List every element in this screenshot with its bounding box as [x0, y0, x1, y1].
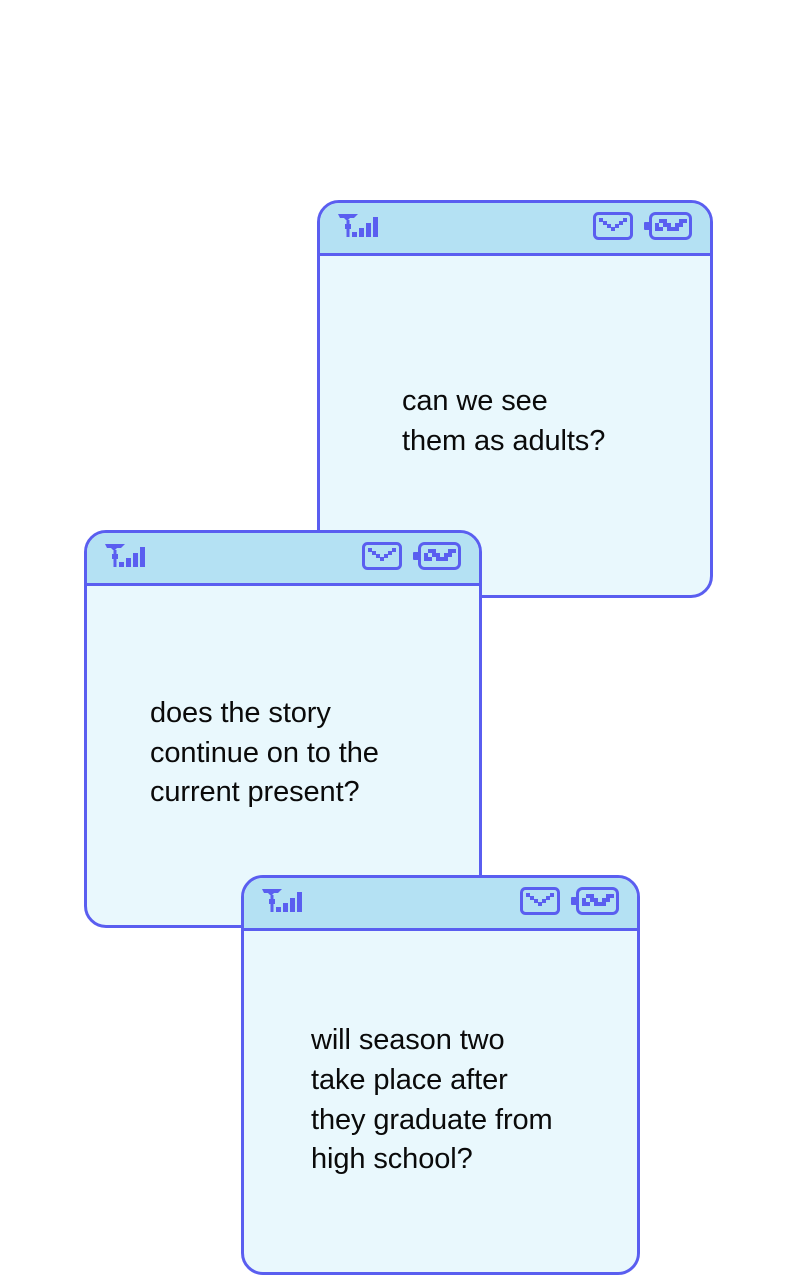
signal-bars-icon: [337, 213, 379, 244]
status-bar-left-group: [337, 213, 379, 244]
status-bar-left-group: [104, 543, 146, 574]
status-bar-right-group: [593, 211, 692, 245]
message-card[interactable]: will season two take place after they gr…: [241, 875, 640, 1275]
battery-icon: [413, 541, 461, 575]
card-body: can we see them as adults?: [320, 256, 710, 595]
envelope-icon: [520, 886, 560, 920]
signal-bars-icon: [261, 888, 303, 919]
status-bar: [87, 533, 479, 586]
signal-bars-icon: [104, 543, 146, 574]
battery-icon: [571, 886, 619, 920]
envelope-icon: [362, 541, 402, 575]
message-text: can we see them as adults?: [402, 384, 606, 457]
status-bar: [320, 203, 710, 256]
status-bar-right-group: [520, 886, 619, 920]
envelope-icon: [593, 211, 633, 245]
card-body: does the story continue on to the curren…: [87, 586, 479, 925]
message-text: will season two take place after they gr…: [311, 1024, 553, 1176]
battery-icon: [644, 211, 692, 245]
status-bar-right-group: [362, 541, 461, 575]
message-card[interactable]: does the story continue on to the curren…: [84, 530, 482, 928]
status-bar: [244, 878, 637, 931]
card-body: will season two take place after they gr…: [244, 931, 637, 1272]
message-text: does the story continue on to the curren…: [150, 696, 379, 809]
status-bar-left-group: [261, 888, 303, 919]
